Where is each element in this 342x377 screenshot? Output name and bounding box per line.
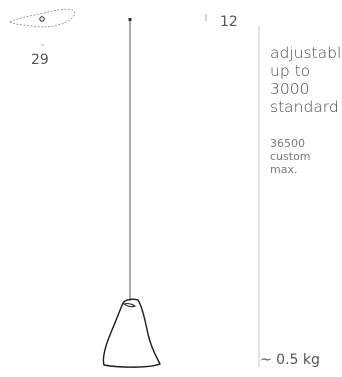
weight-label: ~ 0.5 kg (260, 352, 320, 368)
cable-spec-line: standard (270, 98, 339, 116)
cable-spec-line: 3000 (270, 80, 310, 98)
cable-spec-line: up to (270, 62, 311, 80)
ceiling-canopy (128, 18, 132, 21)
cable-spec-line: adjustable (270, 44, 342, 62)
lamp-shade-icon (102, 298, 161, 368)
cable-custom-line: max. (270, 163, 298, 176)
cable-length-standard: adjustable up to 3000 standard (270, 44, 342, 116)
height-label: 12 (220, 14, 238, 30)
cable-custom-line: custom (270, 150, 311, 163)
cable-length-custom: 36500 custom max. (270, 137, 311, 176)
canopy-diameter-label: 29 (31, 52, 49, 68)
cable-custom-line: 36500 (270, 137, 305, 150)
canopy-outline-icon (9, 8, 76, 46)
